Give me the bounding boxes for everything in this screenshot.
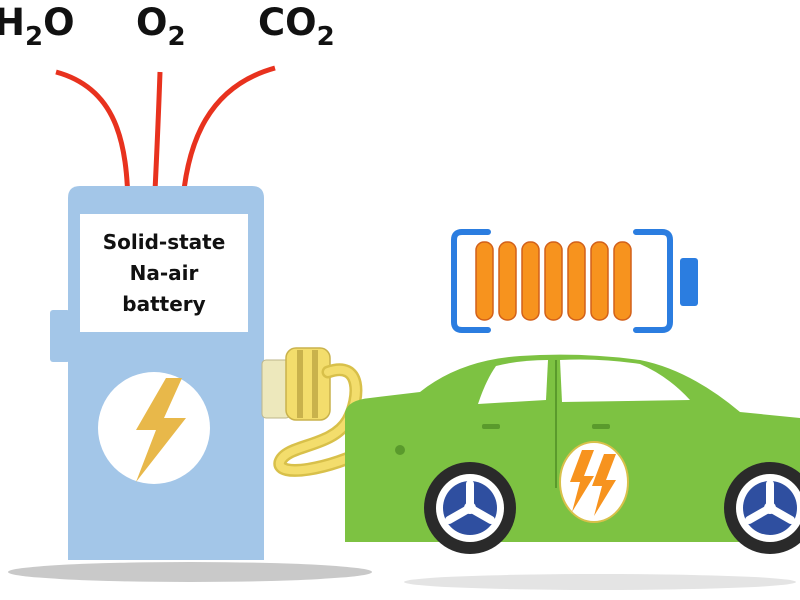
battery-cell bbox=[544, 241, 563, 321]
label-line-1: Solid-state bbox=[102, 229, 226, 254]
car-window-rear bbox=[560, 359, 690, 402]
plug-connector-icon bbox=[261, 347, 331, 421]
label-line-3: battery bbox=[122, 291, 206, 316]
battery-cell bbox=[567, 241, 586, 321]
h2o-label: H2O bbox=[0, 1, 75, 52]
station-label: Solid-state Na-air battery bbox=[80, 214, 248, 332]
car-wheel-rear bbox=[724, 462, 800, 554]
battery-cell bbox=[590, 241, 609, 321]
co2-label: CO2 bbox=[258, 1, 335, 52]
charge-port bbox=[395, 445, 405, 455]
o2-label: O2 bbox=[136, 1, 186, 52]
battery-bracket-left bbox=[451, 229, 491, 333]
battery-cells bbox=[475, 241, 632, 321]
station-shadow bbox=[8, 562, 372, 582]
battery-bracket-right bbox=[633, 229, 673, 333]
battery-cell bbox=[613, 241, 632, 321]
battery-cell bbox=[498, 241, 517, 321]
station-label-panel bbox=[80, 214, 248, 332]
car-shadow bbox=[404, 574, 796, 590]
battery-terminal bbox=[680, 258, 698, 306]
label-line-2: Na-air bbox=[129, 260, 199, 285]
car-window-front bbox=[478, 360, 548, 404]
car-wheel-icon bbox=[424, 462, 516, 554]
car-handle-rear bbox=[592, 424, 610, 429]
battery-cell bbox=[475, 241, 494, 321]
double-lightning-icon bbox=[570, 450, 616, 516]
lightning-bolt-icon bbox=[136, 378, 186, 482]
battery-cell bbox=[521, 241, 540, 321]
station-side-tab bbox=[50, 310, 70, 362]
car-handle-front bbox=[482, 424, 500, 429]
